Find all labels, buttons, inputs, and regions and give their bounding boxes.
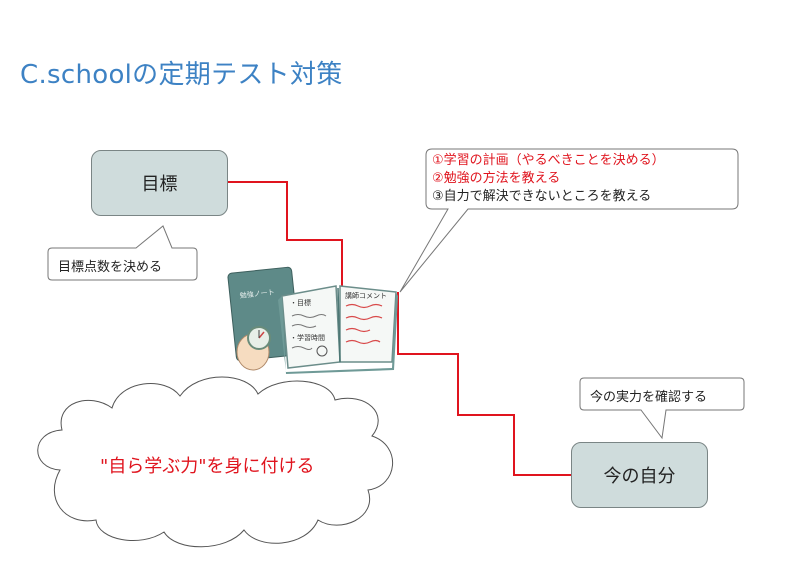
goal-note-text: 目標点数を決める: [58, 260, 163, 275]
steps-list: ①学習の計画（やるべきことを決める） ②勉強の方法を教える ③自力で解決できない…: [432, 152, 665, 206]
step-item-method: ②勉強の方法を教える: [432, 171, 561, 186]
goal-node: 目標: [91, 150, 228, 216]
goal-note-bubble: [47, 225, 198, 281]
notebook-heading-time: ・学習時間: [290, 333, 325, 342]
current-self-node: 今の自分: [571, 442, 708, 508]
notebook-illustration: 勉強ノート ・目標 ・学習時間 講師コメント: [227, 266, 398, 374]
goal-connector-line: [227, 181, 343, 292]
goal-node-label: 目標: [141, 174, 178, 195]
current-note-text: 今の実力を確認する: [590, 390, 708, 405]
cloud-message: "自ら学ぶ力"を身に付ける: [100, 456, 315, 477]
step-item-plan: ①学習の計画（やるべきことを決める）: [432, 153, 665, 168]
page-title: C.schoolの定期テスト対策: [20, 60, 343, 90]
notebook-heading-comment: 講師コメント: [345, 291, 387, 300]
current-self-node-label: 今の自分: [603, 466, 676, 487]
notebook-cover-label: 勉強ノート: [239, 287, 275, 300]
notebook-heading-goal: ・目標: [290, 298, 311, 307]
cloud-shape: [37, 376, 394, 548]
steps-bubble: [399, 148, 739, 293]
step-item-support: ③自力で解決できないところを教える: [432, 189, 652, 204]
current-note-bubble: [579, 377, 745, 440]
current-connector-line: [397, 292, 572, 476]
